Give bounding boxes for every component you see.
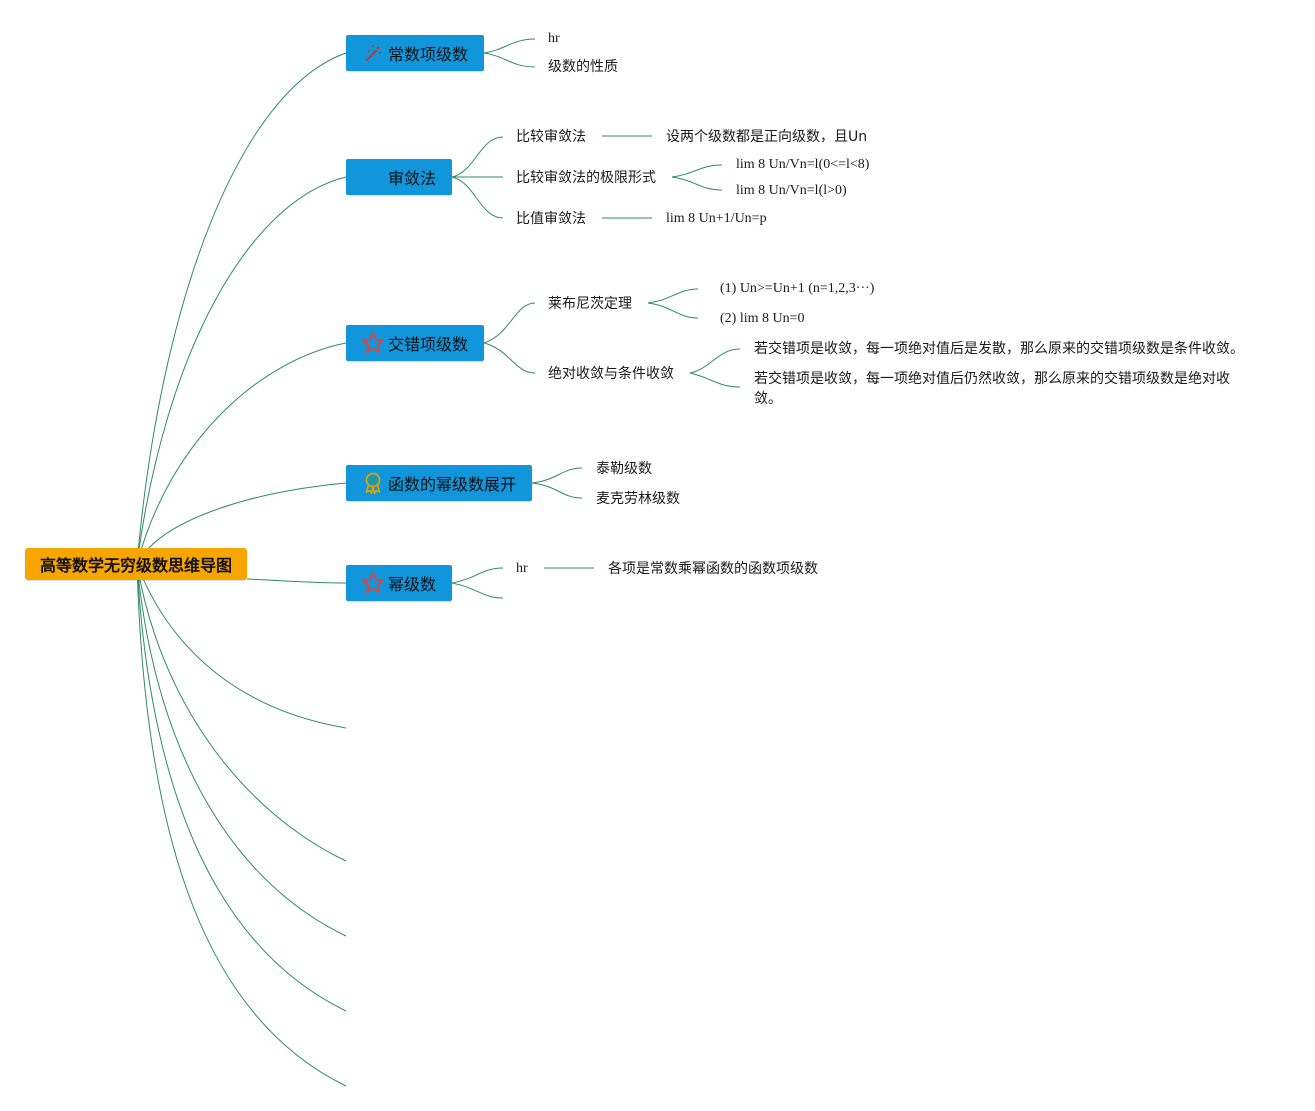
branch-alternating-series-label: 交错项级数 xyxy=(388,335,469,354)
magic-wand-icon xyxy=(360,40,386,66)
branch-constant-series-label: 常数项级数 xyxy=(388,45,469,64)
leaf-ratio-test-detail[interactable]: lim 8 Un+1/Un=p xyxy=(666,211,767,226)
link-root-empty-3 xyxy=(136,563,347,937)
leaf-comparison-test-detail[interactable]: 设两个级数都是正向级数，且Un xyxy=(666,129,868,145)
root-topic-label: 高等数学无穷级数思维导图 xyxy=(39,556,232,575)
star-icon xyxy=(360,570,386,596)
branch-power-series-expansion[interactable]: 函数的幂级数展开 xyxy=(346,465,532,501)
leaf-series-properties[interactable]: 级数的性质 xyxy=(548,59,618,75)
star-icon xyxy=(360,330,386,356)
link-root-empty-1 xyxy=(136,563,347,729)
leaf-limit-comparison-detail-1[interactable]: lim 8 Un/Vn=l(0<=l<8) xyxy=(736,157,870,172)
leaf-absolute-conditional[interactable]: 绝对收敛与条件收敛 xyxy=(548,366,674,382)
link-root-branch-3 xyxy=(136,342,347,565)
leaf-power-series-definition[interactable]: 各项是常数乘幂函数的函数项级数 xyxy=(608,561,818,577)
link-root-branch-5 xyxy=(246,578,347,584)
branch-convergence-tests[interactable]: 审敛法 xyxy=(346,159,452,195)
branch-alternating-series[interactable]: 交错项级数 xyxy=(346,325,484,361)
root-topic[interactable]: 高等数学无穷级数思维导图 xyxy=(25,548,247,580)
leaf-limit-comparison-test[interactable]: 比较审敛法的极限形式 xyxy=(516,170,656,186)
leaf-leibniz-condition-2[interactable]: (2) lim 8 Un=0 xyxy=(720,311,805,326)
branch-power-series[interactable]: 幂级数 xyxy=(346,565,452,601)
award-icon xyxy=(360,470,386,496)
leaf-maclaurin-series[interactable]: 麦克劳林级数 xyxy=(596,491,680,507)
leaf-leibniz-condition-1[interactable]: (1) Un>=Un+1 (n=1,2,3···) xyxy=(720,281,875,296)
branch-power-series-expansion-label: 函数的幂级数展开 xyxy=(388,475,517,494)
link-root-empty-4 xyxy=(136,563,347,1012)
leaf-comparison-test[interactable]: 比较审敛法 xyxy=(516,129,586,145)
leaf-hr-1[interactable]: hr xyxy=(548,31,560,46)
leaf-limit-comparison-detail-2[interactable]: lim 8 Un/Vn=l(l>0) xyxy=(736,183,847,198)
leaf-taylor-series[interactable]: 泰勒级数 xyxy=(596,461,652,477)
branch-power-series-label: 幂级数 xyxy=(388,575,437,594)
leaf-conditional-convergence[interactable]: 若交错项是收敛，每一项绝对值后是发散，那么原来的交错项级数是条件收敛。 xyxy=(754,341,1244,357)
link-root-empty-2 xyxy=(136,563,347,862)
leaf-ratio-test[interactable]: 比值审敛法 xyxy=(516,211,586,227)
leaf-leibniz-theorem[interactable]: 莱布尼茨定理 xyxy=(548,296,632,312)
branch-constant-series[interactable]: 常数项级数 xyxy=(346,35,484,71)
leaf-absolute-convergence[interactable]: 若交错项是收敛，每一项绝对值后仍然收敛，那么原来的交错项级数是绝对收敛。 xyxy=(754,371,1230,407)
link-root-empty-5 xyxy=(136,563,347,1087)
link-root-branch-1 xyxy=(136,52,347,565)
link-root-branch-2 xyxy=(136,176,347,565)
branch-convergence-tests-label: 审敛法 xyxy=(388,169,437,188)
leaf-hr-2[interactable]: hr xyxy=(516,561,528,576)
